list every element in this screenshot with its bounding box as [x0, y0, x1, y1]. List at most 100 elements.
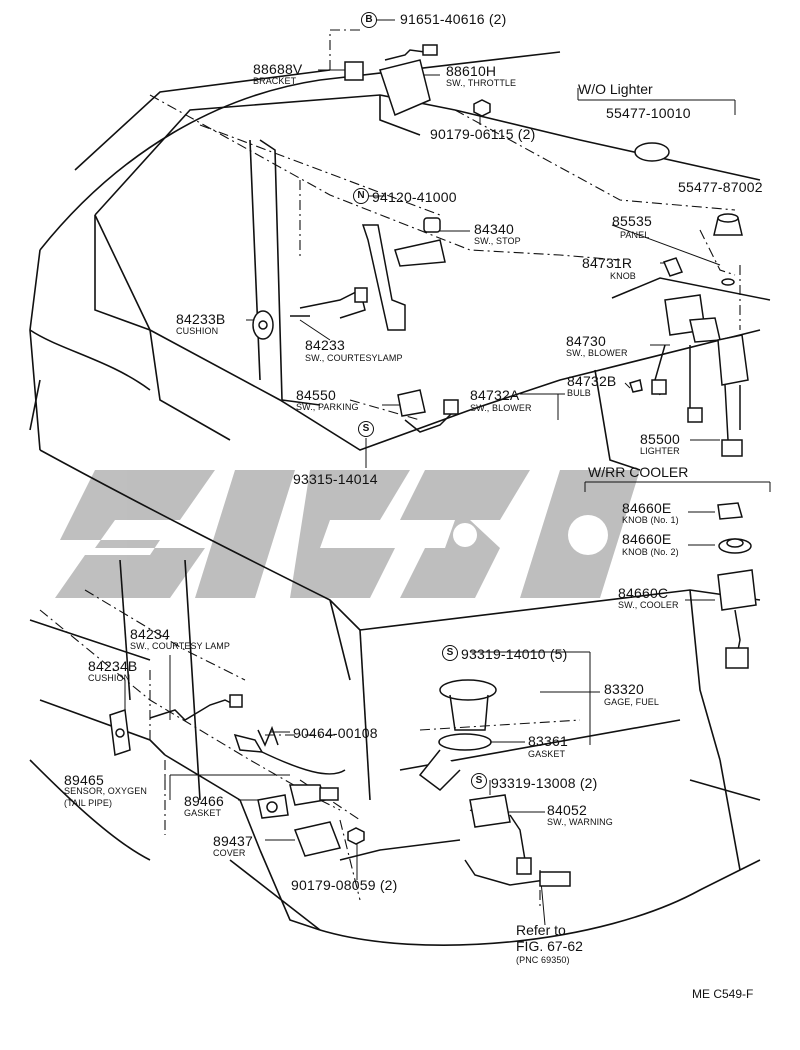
clip-drawing	[257, 725, 279, 747]
part-desc: SW., COOLER	[618, 600, 679, 610]
part-desc: SW., COURTESYLAMP	[305, 353, 403, 363]
part-number: 84660E	[622, 500, 672, 516]
nut-rear-drawing	[347, 827, 365, 845]
part-desc: SW., BLOWER	[566, 348, 628, 358]
part-number: 84052	[547, 802, 587, 818]
part-number: 84660E	[622, 531, 672, 547]
circled-s-marker: S	[471, 773, 487, 789]
part-number: 84340	[474, 221, 514, 237]
part-desc: COVER	[213, 848, 246, 858]
brake-pedal-drawing	[361, 224, 406, 331]
part-number: 94120-41000	[372, 189, 457, 205]
cooler-knob1-drawing	[717, 502, 743, 520]
part-number: 55477-87002	[678, 179, 763, 195]
part-desc: SW., WARNING	[547, 817, 613, 827]
dashed-lines	[39, 29, 741, 910]
part-number: 55477-10010	[606, 105, 691, 121]
part-number: 83320	[604, 681, 644, 697]
part-number: 88610H	[446, 63, 497, 79]
cover-drawing	[293, 821, 342, 857]
part-number: 91651-40616 (2)	[400, 11, 507, 27]
oxygen-sensor-drawing	[233, 733, 346, 806]
refer-line-3: (PNC 69350)	[516, 955, 570, 965]
vehicle-body-outline	[29, 51, 761, 946]
part-desc: SW., PARKING	[296, 402, 359, 412]
gasket-drawing	[257, 794, 289, 819]
circled-b-marker: B	[361, 12, 377, 28]
grommet-drawing	[713, 213, 743, 236]
part-desc: GASKET	[184, 808, 222, 818]
part-number: 84732A	[470, 387, 520, 403]
part-number: 84730	[566, 333, 606, 349]
lighter-drawing	[717, 334, 749, 457]
panel-drawing	[611, 277, 771, 301]
circled-s-marker: S	[442, 645, 458, 661]
stop-switch-drawing	[394, 217, 446, 267]
part-number: 88688V	[253, 61, 303, 77]
part-number: 90464-00108	[293, 725, 378, 741]
washer-drawing	[721, 278, 735, 286]
fuel-gage-drawing	[418, 679, 497, 791]
part-number: 84234	[130, 626, 170, 642]
cooler-switch-drawing	[717, 569, 757, 669]
part-desc: SW., STOP	[474, 236, 521, 246]
part-number: 83361	[528, 733, 568, 749]
part-desc: GAGE, FUEL	[604, 697, 660, 707]
tail-pipe-note: (TAIL PIPE)	[64, 798, 113, 808]
circled-s-marker: S	[358, 421, 374, 437]
cooler-knob2-drawing	[718, 538, 752, 554]
part-number: 89437	[213, 833, 253, 849]
part-number: 84550	[296, 387, 336, 403]
cushion-rear-drawing	[109, 708, 131, 757]
throttle-switch-drawing	[344, 44, 438, 117]
refer-line-2: FIG. 67-62	[516, 938, 583, 954]
blower-switch-drawing	[651, 294, 721, 423]
part-number: 84660C	[618, 585, 669, 601]
part-number: 90179-08059 (2)	[291, 877, 398, 893]
refer-line-1: Refer to	[516, 922, 566, 938]
part-desc: LIGHTER	[640, 446, 680, 456]
figure-code: ME C549-F	[692, 987, 754, 1001]
part-number: 85535	[612, 213, 652, 229]
part-number: 93315-14014	[293, 471, 378, 487]
part-desc: KNOB (No. 1)	[622, 515, 679, 525]
part-desc: SW., BLOWER	[470, 403, 532, 413]
part-number: 89466	[184, 793, 224, 809]
part-number: 84233	[305, 337, 345, 353]
knob-drawing	[662, 257, 684, 277]
part-number: 84731R	[582, 255, 633, 271]
watermark-logo	[55, 470, 640, 598]
part-desc: BULB	[567, 388, 591, 398]
part-number: 84732B	[567, 373, 617, 389]
harness-drawing	[464, 859, 571, 887]
part-desc: PANEL	[620, 230, 650, 240]
courtesy-switch-drawing	[252, 287, 368, 340]
part-desc: KNOB (No. 2)	[622, 547, 679, 557]
part-number: 84234B	[88, 658, 138, 674]
part-desc: BRACKET	[253, 76, 297, 86]
wrr-cooler-header: W/RR COOLER	[588, 464, 689, 480]
warning-switch-drawing	[469, 794, 532, 875]
part-number: 85500	[640, 431, 680, 447]
part-number: 93319-14010 (5)	[461, 646, 568, 662]
part-number: 89465	[64, 772, 104, 788]
part-desc: SW., COURTESY LAMP	[130, 641, 230, 651]
plug-cap-drawing	[634, 142, 670, 162]
wo-lighter-header: W/O Lighter	[578, 81, 653, 97]
part-desc: KNOB	[610, 271, 636, 281]
part-number: 90179-06115 (2)	[430, 126, 536, 142]
parking-switch-drawing	[397, 389, 459, 433]
part-number: 93319-13008 (2)	[491, 775, 598, 791]
part-desc: SENSOR, OXYGEN	[64, 786, 147, 796]
part-drawings	[109, 44, 771, 887]
part-desc: SW., THROTTLE	[446, 78, 517, 88]
nut-drawing	[473, 99, 491, 117]
part-desc: CUSHION	[176, 326, 219, 336]
courtesy-switch-rear-drawing	[149, 694, 243, 721]
part-number: 84233B	[176, 311, 226, 327]
part-desc: GASKET	[528, 749, 566, 759]
bulb-drawing	[629, 379, 643, 393]
part-desc: CUSHION	[88, 673, 131, 683]
